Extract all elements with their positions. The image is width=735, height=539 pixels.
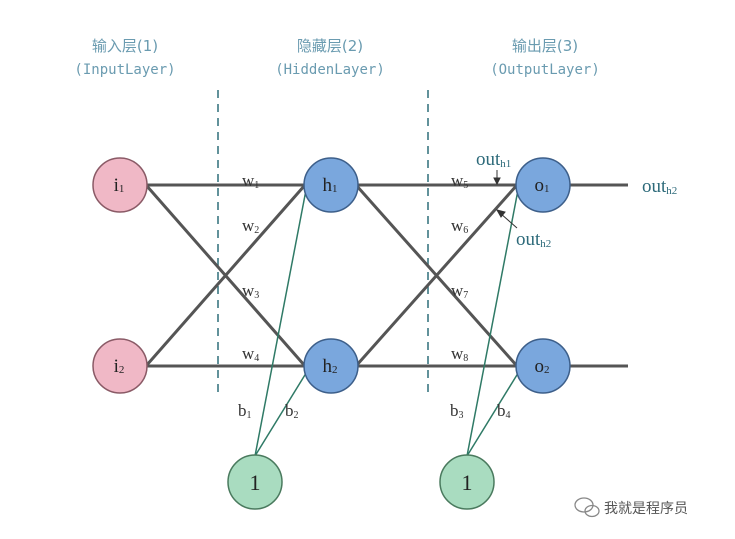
weight-b1: b1 — [238, 401, 252, 421]
node-bias-2-label: 1 — [462, 470, 473, 495]
annotation-arrows — [493, 170, 518, 229]
node-bias-1 — [227, 454, 283, 510]
weight-w6: w6 — [451, 216, 468, 236]
watermark: 我就是程序员 — [574, 497, 688, 518]
weight-b4: b4 — [497, 401, 511, 421]
output-layer-title: 输出层(3) — [512, 37, 578, 55]
annotation-out-mid: outh2 — [516, 229, 551, 250]
weight-b3: b3 — [450, 401, 464, 421]
input-hidden-edges — [144, 183, 307, 368]
node-bias-1-label: 1 — [250, 470, 261, 495]
arrowhead-out-mid — [495, 209, 506, 218]
node-o1 — [515, 157, 571, 213]
hidden-output-edges — [354, 183, 519, 368]
node-h2 — [303, 338, 359, 394]
weight-w7: w7 — [451, 281, 468, 301]
wechat-icon — [574, 497, 600, 518]
node-bias-2 — [439, 454, 495, 510]
node-o1-label: o1 — [535, 175, 550, 196]
bias-edges — [254, 189, 521, 457]
node-i1 — [92, 157, 148, 213]
weight-w5: w5 — [451, 171, 468, 191]
output-layer-subtitle: (OutputLayer) — [490, 62, 600, 78]
node-i2 — [92, 338, 148, 394]
node-o2 — [515, 338, 571, 394]
weight-b2: b2 — [285, 401, 299, 421]
node-h1 — [303, 157, 359, 213]
node-h2-label: h2 — [323, 356, 338, 377]
node-h1-label: h1 — [323, 175, 338, 196]
hidden-layer-title: 隐藏层(2) — [297, 37, 363, 55]
node-i2-label: i2 — [114, 356, 125, 377]
edge-bias2-o2 — [466, 369, 521, 457]
edge-h2-o1 — [354, 184, 519, 367]
output-edges — [568, 183, 628, 368]
weight-w2: w2 — [242, 216, 259, 236]
annotation-out-right: outh2 — [642, 176, 677, 197]
edge-bias1-h1 — [254, 189, 307, 457]
node-o2-label: o2 — [535, 356, 550, 377]
weight-w1: w1 — [242, 171, 259, 191]
watermark-text: 我就是程序员 — [604, 501, 688, 517]
edge-bias1-h2 — [254, 369, 309, 457]
node-i1-label: i1 — [114, 175, 125, 196]
edge-i2-h1 — [144, 184, 307, 367]
weight-w4: w4 — [242, 344, 259, 364]
input-layer-title: 输入层(1) — [92, 37, 158, 55]
hidden-layer-subtitle: (HiddenLayer) — [275, 62, 385, 78]
weight-w3: w3 — [242, 281, 259, 301]
annotation-out-top: outh1 — [476, 149, 511, 170]
arrowhead-out-top — [493, 177, 501, 186]
input-layer-subtitle: (InputLayer) — [74, 62, 175, 78]
edge-bias2-o1 — [466, 189, 519, 457]
weight-w8: w8 — [451, 344, 468, 364]
